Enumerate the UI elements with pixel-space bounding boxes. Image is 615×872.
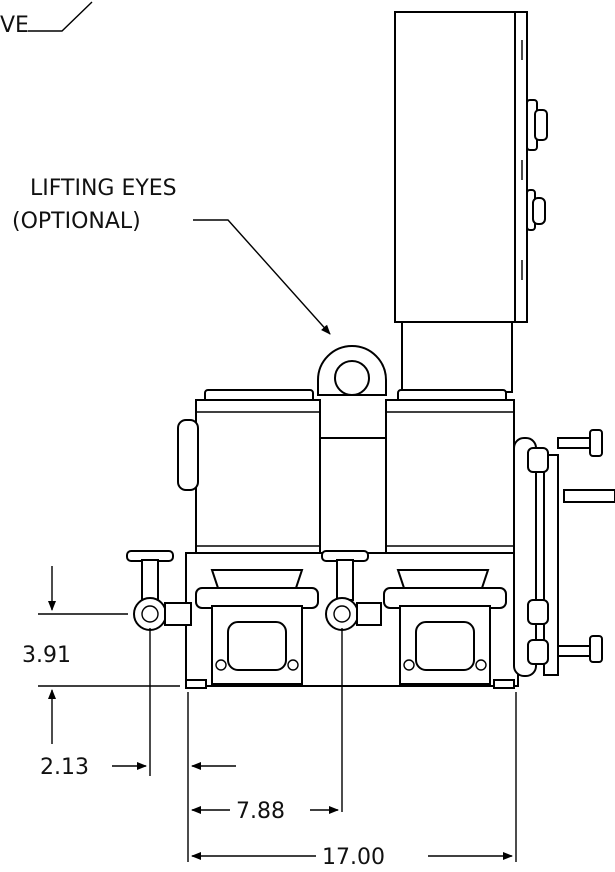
panel-mast [401, 321, 513, 393]
dimension-label-3-91: 3.91 [22, 643, 71, 668]
valve-callout-label: VE [0, 13, 29, 38]
lifting-eyes-callout: LIFTING EYES (OPTIONAL) [12, 176, 331, 335]
lifting-eye [317, 345, 387, 396]
dimension-17-00: 17.00 [191, 845, 513, 870]
motor-right [385, 389, 515, 557]
dimension-label-2-13: 2.13 [40, 755, 89, 780]
valve-callout: VE [0, 1, 93, 38]
dimension-vertical: 3.91 [22, 566, 180, 744]
pump-head-right [383, 569, 507, 685]
side-plumbing [513, 429, 615, 677]
dimension-label-7-88: 7.88 [236, 799, 285, 824]
motor-bridge [319, 437, 387, 557]
motor-left [177, 389, 321, 557]
valve-center [321, 550, 382, 631]
dimension-7-88: 7.88 [191, 799, 339, 824]
dimension-label-17-00: 17.00 [322, 845, 385, 870]
lifting-eyes-label-line1: LIFTING EYES [30, 176, 177, 201]
dimension-2-13: 2.13 [40, 755, 236, 780]
lifting-eyes-label-line2: (OPTIONAL) [12, 209, 141, 234]
pump-head-left [195, 569, 319, 685]
valve-left [126, 550, 192, 631]
control-panel [394, 11, 548, 323]
